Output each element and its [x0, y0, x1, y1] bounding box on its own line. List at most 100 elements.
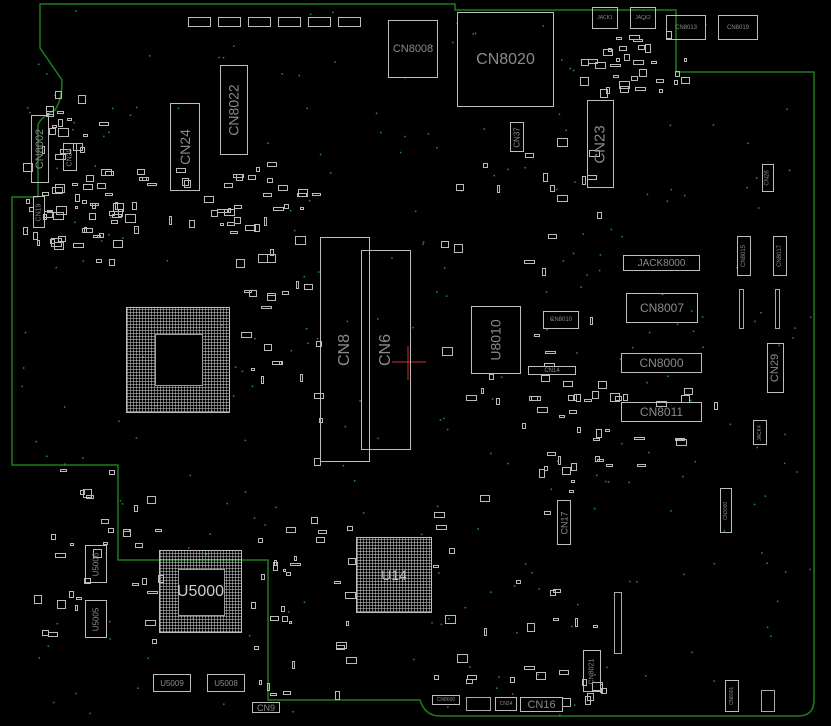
- label-cn8021: CN8021: [588, 658, 596, 684]
- connector-cn8022[interactable]: CN8022: [220, 65, 248, 155]
- via: [493, 174, 496, 177]
- via: [129, 114, 132, 116]
- via: [420, 533, 423, 536]
- smd-pad: [96, 182, 106, 189]
- via: [702, 346, 704, 349]
- connector-cn17[interactable]: CN17: [557, 500, 571, 545]
- via: [472, 33, 475, 35]
- smd-pad: [134, 542, 143, 548]
- connector-cn16[interactable]: CN16: [520, 697, 563, 712]
- smd-pad: [552, 618, 559, 622]
- smd-pad: [674, 79, 679, 85]
- connector-cn19[interactable]: CN19: [33, 196, 45, 228]
- header-connector: [308, 17, 331, 27]
- via: [111, 107, 114, 110]
- via: [692, 330, 695, 333]
- via: [729, 423, 732, 426]
- smd-pad: [248, 290, 257, 297]
- smd-pad: [542, 172, 548, 182]
- connector-cn8007[interactable]: CN8007: [626, 293, 698, 323]
- smd-pad: [248, 175, 257, 181]
- connector-cn8001[interactable]: CN8001: [725, 680, 739, 712]
- via: [683, 194, 686, 197]
- connector-cn8019[interactable]: CN8019: [718, 15, 758, 40]
- connector-cn8600[interactable]: CN8600: [432, 695, 460, 705]
- smd-pad: [496, 184, 500, 193]
- jack-jack8000[interactable]: JACK8000: [623, 255, 700, 271]
- via: [346, 320, 349, 323]
- connector-cn8008[interactable]: CN8008: [388, 20, 438, 78]
- connector-cn8020[interactable]: CN8020: [457, 12, 554, 107]
- smd-pad: [289, 620, 293, 624]
- via: [669, 124, 672, 127]
- connector-cn24-bottom[interactable]: CN24: [495, 697, 517, 711]
- connector-cn8010[interactable]: CN8010: [543, 311, 579, 329]
- cpu-bga[interactable]: [126, 307, 230, 413]
- smd-pad: [312, 193, 322, 197]
- via: [223, 703, 225, 705]
- smd-pad: [346, 525, 353, 531]
- smd-pad: [79, 146, 85, 153]
- connector-cn20[interactable]: CN20: [63, 143, 77, 171]
- connector-cn14[interactable]: CN14: [528, 366, 576, 375]
- via: [464, 606, 467, 609]
- chip-u5008[interactable]: U5008: [207, 674, 245, 692]
- chip-u5009[interactable]: U5009: [153, 674, 191, 692]
- memory-slot-cn6[interactable]: CN6: [361, 250, 411, 450]
- smd-pad: [433, 675, 439, 681]
- label-cn8000: CN8000: [639, 356, 684, 370]
- connector-cn37[interactable]: CN37: [510, 122, 524, 152]
- via: [631, 346, 634, 349]
- smd-pad: [568, 394, 575, 401]
- chip-u14[interactable]: U14: [356, 537, 432, 613]
- smd-pad: [592, 390, 600, 399]
- via: [443, 267, 446, 269]
- header-connector: [338, 17, 361, 27]
- smd-pad: [100, 168, 112, 176]
- via: [317, 271, 320, 273]
- via: [569, 67, 571, 70]
- smd-pad: [219, 222, 224, 226]
- memory-slot-cn8[interactable]: CN8: [320, 237, 370, 462]
- connector-cn8017[interactable]: CN8017: [773, 236, 787, 276]
- smd-pad: [58, 119, 64, 127]
- connector-cn8011[interactable]: CN8011: [621, 402, 702, 422]
- connector-cn29[interactable]: CN29: [767, 343, 784, 393]
- chip-u5005[interactable]: U5005: [85, 600, 107, 638]
- connector-cn8002[interactable]: CN8002: [31, 115, 49, 183]
- chip-u8010[interactable]: U8010: [471, 306, 521, 374]
- connector-cn26[interactable]: CN26: [762, 164, 774, 192]
- smd-pad: [105, 193, 114, 197]
- connector-cn8021[interactable]: CN8021: [583, 650, 601, 692]
- jack-jack4[interactable]: JACK4: [753, 420, 767, 445]
- connector-cn9[interactable]: CN9: [252, 702, 280, 713]
- chip-u5000[interactable]: U5000: [159, 550, 242, 633]
- connector-cn23[interactable]: CN23: [587, 100, 614, 188]
- smd-pad: [235, 173, 243, 181]
- via: [604, 480, 607, 483]
- connector-cn8015[interactable]: CN8015: [737, 236, 751, 276]
- via: [573, 704, 576, 706]
- connector-cn24[interactable]: CN24: [170, 103, 200, 191]
- smd-pad: [521, 423, 526, 430]
- connector-cn8000[interactable]: CN8000: [621, 353, 702, 373]
- chip-u5006[interactable]: U5006: [85, 545, 107, 583]
- connector-cn8013[interactable]: CN8013: [666, 15, 706, 40]
- smd-pad: [22, 163, 33, 173]
- smd-pad: [297, 188, 308, 197]
- via: [511, 693, 514, 695]
- connector-cn3000[interactable]: CN3000: [720, 488, 732, 533]
- smd-pad: [548, 233, 557, 239]
- label-u8010: U8010: [487, 319, 504, 361]
- via: [516, 632, 518, 634]
- via: [436, 291, 438, 293]
- jack-jack2[interactable]: JACK2: [630, 7, 656, 29]
- smd-pad: [637, 464, 647, 468]
- jack-jack1[interactable]: JACK1: [592, 7, 618, 29]
- via: [109, 638, 111, 640]
- smd-pad: [89, 202, 99, 206]
- smd-pad: [619, 80, 631, 89]
- smd-pad: [184, 179, 192, 188]
- smd-pad: [344, 592, 356, 600]
- via: [122, 237, 124, 239]
